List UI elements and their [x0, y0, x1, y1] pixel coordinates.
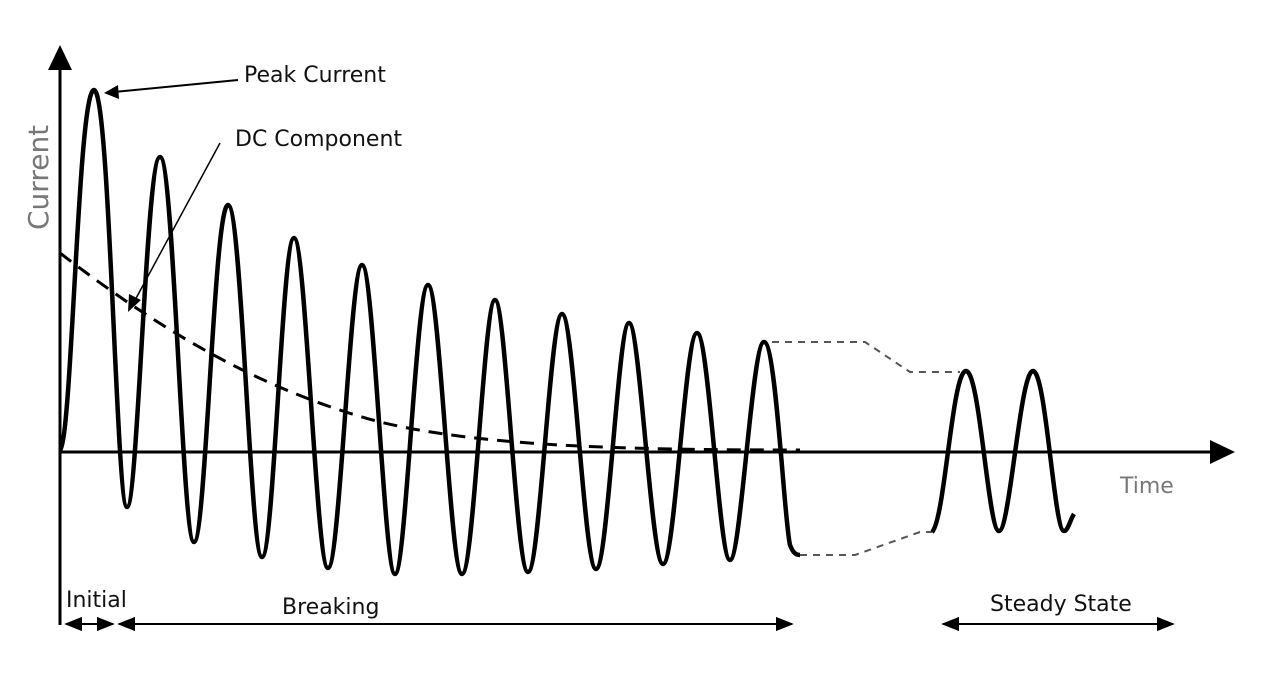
steady-state-waveform [930, 368, 1076, 534]
y-axis-arrow-icon [48, 45, 72, 70]
phase-initial-label: Initial [66, 588, 127, 613]
y-axis [48, 45, 72, 625]
dc-arrow-icon [128, 294, 141, 312]
peak-arrow-icon [104, 85, 119, 99]
x-axis-arrow-icon [1210, 440, 1235, 464]
phase-steady-state: Steady State [941, 592, 1175, 632]
phase-steady-state-label: Steady State [990, 592, 1132, 617]
dc-component-label: DC Component [235, 127, 402, 152]
phase-initial: Initial [64, 588, 127, 632]
peak-current-annotation: Peak Current [104, 63, 386, 99]
phase-breaking-label: Breaking [282, 595, 379, 620]
peak-current-label: Peak Current [244, 63, 386, 88]
x-axis-label: Time [1119, 474, 1174, 499]
phase-breaking: Breaking [117, 595, 794, 632]
y-axis-label: Current [22, 125, 55, 230]
zoom-connector-lines [772, 341, 960, 556]
breaking-waveform [57, 87, 801, 577]
dc-component-annotation: DC Component [128, 127, 402, 312]
